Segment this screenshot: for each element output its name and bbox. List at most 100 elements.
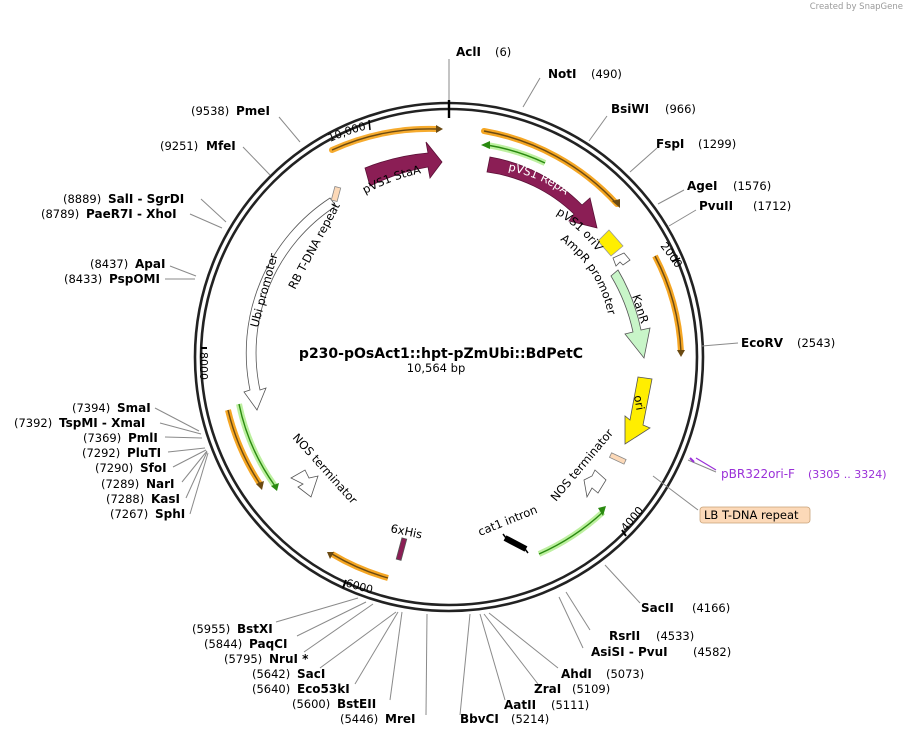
site-bstxi-pos: (5955): [192, 622, 230, 636]
site-bsteii-pos: (5600): [292, 697, 330, 711]
site-agei-pos: (1576): [733, 179, 771, 193]
site-apai-pos: (8437): [90, 257, 128, 271]
cat1-intron-end-right: [521, 544, 529, 554]
lb-repeat-label: LB T-DNA repeat: [704, 508, 799, 522]
lb-repeat-box: [608, 452, 627, 465]
green-arc-bottom-right: [537, 509, 606, 557]
site-zrai[interactable]: ZraI: [534, 682, 561, 696]
site-pluti-pos: (7292): [82, 446, 120, 460]
site-sacii[interactable]: SacII: [641, 601, 674, 615]
site-pspomi-pos: (8433): [64, 272, 102, 286]
site-zrai-pos: (5109): [572, 682, 610, 696]
ori-arrow: [624, 376, 653, 445]
arrowhead-right: [677, 350, 685, 357]
site-connectors: [154, 59, 739, 716]
site-eco53ki-pos: (5640): [252, 682, 290, 696]
site-pluti[interactable]: PluTI: [127, 446, 161, 460]
tick-label-4000: 4000: [618, 504, 646, 534]
site-ahdi-pos: (5073): [606, 667, 644, 681]
tick-4000: [621, 529, 627, 537]
site-aatii-pos: (5111): [551, 698, 589, 712]
arrowhead-left: [256, 481, 264, 490]
orange-arc-bottom-left-core: [331, 553, 389, 579]
site-pmli-pos: (7369): [83, 431, 121, 445]
site-mfei-pos: (9251): [160, 139, 198, 153]
site-rsrii-pos: (4533): [656, 629, 694, 643]
site-rsrii[interactable]: RsrII: [609, 629, 640, 643]
orange-arc-right-core: [654, 255, 682, 353]
site-eco53ki[interactable]: Eco53kI: [297, 682, 350, 696]
tick-label-8000: 8000: [197, 352, 210, 380]
site-apai[interactable]: ApaI: [135, 257, 165, 271]
site-ecorv[interactable]: EcoRV: [741, 336, 784, 350]
site-aatii[interactable]: AatII: [504, 698, 536, 712]
site-tspmi-xmai[interactable]: TspMI - XmaI: [59, 416, 145, 430]
site-agei[interactable]: AgeI: [687, 179, 717, 193]
site-bbvci[interactable]: BbvCI: [460, 712, 499, 726]
site-noti-pos: (490): [591, 67, 622, 81]
site-smai[interactable]: SmaI: [117, 401, 151, 415]
site-nari-pos: (7289): [101, 477, 139, 491]
site-mrei-pos: (5446): [340, 712, 378, 726]
orange-arc-top-left-core: [331, 128, 437, 151]
site-pmei[interactable]: PmeI: [236, 104, 270, 118]
pvs1-repa-arrow: [486, 156, 598, 229]
cat1-intron-end-left: [502, 533, 510, 543]
site-ahdi[interactable]: AhdI: [561, 667, 592, 681]
site-paer7i-xhoi-pos: (8789): [41, 207, 79, 221]
plasmid-name: p230-pOsAct1::hpt-pZmUbi::BdPetC: [299, 346, 583, 362]
site-sacii-pos: (4166): [692, 601, 730, 615]
site-sali-sgrdi-pos: (8889): [63, 192, 101, 206]
arrowhead-green-top: [481, 141, 490, 149]
site-pspomi[interactable]: PspOMI: [109, 272, 160, 286]
primer-range: (3305 .. 3324): [808, 468, 887, 481]
site-asisi-pvui-pos: (4582): [693, 645, 731, 659]
pvs1-staa-arrow: [364, 141, 443, 187]
site-labels[interactable]: AclI (6) NotI (490) BsiWI (966) FspI (12…: [14, 45, 835, 726]
site-asisi-pvui[interactable]: AsiSI - PvuI: [591, 645, 668, 659]
orange-arc-right: [652, 254, 684, 353]
primer-marker: [689, 457, 695, 463]
site-paqci[interactable]: PaqCI: [249, 637, 287, 651]
site-saci[interactable]: SacI: [297, 667, 325, 681]
site-smai-pos: (7394): [72, 401, 110, 415]
site-bsiwi-pos: (966): [665, 102, 696, 116]
site-kasi[interactable]: KasI: [151, 492, 180, 506]
site-fspi[interactable]: FspI: [656, 137, 684, 151]
site-paer7i-xhoi[interactable]: PaeR7I - XhoI: [86, 207, 177, 221]
site-nari[interactable]: NarI: [146, 477, 175, 491]
site-sfoi[interactable]: SfoI: [140, 461, 167, 475]
arrowhead-green-bottom: [598, 506, 606, 516]
site-bsiwi[interactable]: BsiWI: [611, 102, 649, 116]
site-ecorv-pos: (2543): [797, 336, 835, 350]
site-pvuii-pos: (1712): [753, 199, 791, 213]
site-pmli[interactable]: PmlI: [128, 431, 158, 445]
arrowhead-top-left: [436, 125, 443, 133]
nos-terminator-left-arrow: [290, 469, 319, 498]
cat1-intron-label: cat1 intron: [476, 502, 539, 538]
site-bstxi[interactable]: BstXI: [237, 622, 273, 636]
nos-terminator-right-arrow: [583, 469, 607, 499]
arrowhead-top-right: [612, 199, 620, 208]
site-pvuii[interactable]: PvuII: [699, 199, 733, 213]
ubi-promoter-arrow: [243, 197, 337, 411]
rb-repeat-box: [330, 185, 342, 203]
primer-name: pBR322ori-F: [721, 467, 795, 481]
site-noti[interactable]: NotI: [548, 67, 577, 81]
site-sphi[interactable]: SphI: [155, 507, 185, 521]
plasmid-size: 10,564 bp: [407, 361, 466, 375]
site-mrei[interactable]: MreI: [385, 712, 415, 726]
nos-terminator-right-label: NOS terminator: [548, 426, 617, 504]
site-acli[interactable]: AclI: [456, 45, 481, 59]
site-acli-pos: (6): [495, 45, 511, 59]
site-saci-pos: (5642): [252, 667, 290, 681]
site-sali-sgrdi[interactable]: SalI - SgrDI: [108, 192, 184, 206]
site-bsteii[interactable]: BstEII: [337, 697, 376, 711]
arrowhead-bottom-left: [327, 552, 334, 559]
site-fspi-pos: (1299): [698, 137, 736, 151]
site-nrui[interactable]: NruI *: [269, 652, 309, 666]
site-kasi-pos: (7288): [106, 492, 144, 506]
site-mfei[interactable]: MfeI: [206, 139, 236, 153]
green-arc-left-core: [238, 403, 276, 487]
lb-repeat-tag: [699, 506, 811, 524]
